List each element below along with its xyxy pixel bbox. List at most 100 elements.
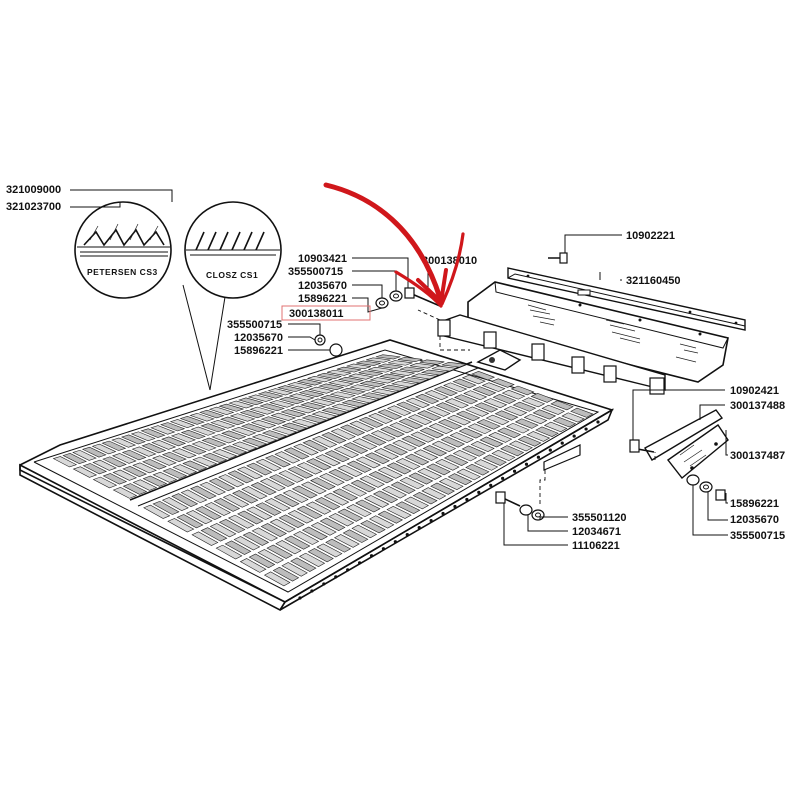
louvre-slat bbox=[456, 410, 481, 422]
louvre-slat bbox=[274, 451, 301, 464]
louvre-slat bbox=[497, 427, 522, 439]
frame-hole bbox=[501, 476, 505, 480]
louvre-slat bbox=[366, 357, 391, 363]
louvre-slat bbox=[341, 399, 368, 408]
louvre-slat bbox=[380, 426, 405, 438]
louvre-slat bbox=[428, 423, 454, 434]
louvre-slat bbox=[474, 402, 499, 413]
louvre-slat bbox=[218, 474, 245, 488]
louvre-slat bbox=[204, 502, 231, 516]
louvre-slat bbox=[377, 510, 404, 524]
top-bolt bbox=[548, 252, 568, 264]
louvre-slat bbox=[410, 373, 438, 380]
louvre-slat bbox=[412, 491, 438, 505]
louvre-slat bbox=[269, 518, 296, 533]
louvre-slat bbox=[229, 413, 256, 422]
louvre-slat bbox=[325, 538, 352, 553]
louvre-slat bbox=[360, 520, 386, 534]
louvre-slat bbox=[142, 458, 167, 470]
sieve-louvres bbox=[52, 354, 594, 587]
louvre-slat bbox=[444, 398, 469, 409]
louvre-slat bbox=[233, 536, 261, 551]
louvre-slat bbox=[199, 409, 225, 419]
frame-hole bbox=[334, 575, 338, 579]
louvre-slat bbox=[395, 458, 421, 470]
louvre-slat bbox=[215, 544, 243, 560]
louvre-slat bbox=[200, 423, 226, 433]
louvre-slat bbox=[446, 414, 472, 426]
label-10902221-top: 10902221 bbox=[626, 230, 675, 242]
frame-hole bbox=[429, 518, 433, 523]
louvre-slat bbox=[532, 409, 557, 420]
louvre-slat bbox=[453, 394, 479, 405]
louvre-slat bbox=[251, 433, 278, 444]
flat-bar bbox=[507, 267, 746, 331]
louvre-slat bbox=[81, 446, 107, 458]
louvre-slat bbox=[463, 390, 488, 401]
frame-hole bbox=[381, 547, 386, 551]
assembly-lines bbox=[417, 309, 656, 505]
louvre-slat bbox=[239, 558, 267, 573]
louvre-slat bbox=[310, 522, 337, 536]
frame-hole bbox=[358, 561, 362, 565]
frame-hole bbox=[369, 554, 374, 558]
louvre-slat bbox=[219, 416, 246, 426]
bottom-fasteners bbox=[495, 491, 545, 521]
louvre-slat bbox=[208, 406, 235, 415]
louvre-slat bbox=[232, 441, 258, 451]
louvre-slat bbox=[324, 450, 350, 463]
louvre-slat bbox=[160, 422, 186, 432]
louvre-slat bbox=[327, 380, 355, 387]
louvre-slat bbox=[269, 400, 295, 408]
louvre-slat bbox=[172, 464, 198, 475]
louvre-slat bbox=[251, 527, 279, 542]
louvre-slat bbox=[278, 470, 305, 483]
louvre-slat bbox=[227, 470, 254, 484]
label-10903421: 10903421 bbox=[298, 253, 347, 265]
label-300138010: 300138010 bbox=[422, 255, 477, 267]
louvre-slat bbox=[419, 427, 445, 439]
highlight-box bbox=[281, 305, 371, 321]
louvre-slat bbox=[328, 468, 354, 482]
louvre-slat bbox=[521, 397, 546, 408]
louvre-slat bbox=[151, 439, 177, 450]
louvre-slat bbox=[264, 455, 291, 468]
louvre-slat bbox=[240, 423, 267, 433]
louvre-slat bbox=[91, 443, 117, 455]
louvre-slat bbox=[280, 409, 307, 418]
louvre-slat bbox=[82, 463, 108, 475]
louvre-slat bbox=[321, 432, 347, 444]
louvre-slat bbox=[476, 419, 501, 430]
louvre-slat bbox=[392, 439, 418, 452]
louvre-slat bbox=[361, 434, 387, 446]
louvre-slat bbox=[290, 405, 317, 414]
part-labels: 321009000 321023700 10903421 355500715 1… bbox=[6, 184, 785, 552]
louvre-slat bbox=[218, 403, 245, 412]
louvre-slat bbox=[277, 385, 304, 393]
louvre-slat bbox=[167, 518, 195, 533]
louvre-slat bbox=[308, 386, 335, 394]
louvre-slat bbox=[383, 444, 409, 456]
louvre-slat bbox=[473, 459, 499, 471]
frame-hole bbox=[477, 490, 481, 494]
louvre-slat bbox=[237, 510, 264, 525]
louvre-slat bbox=[430, 482, 455, 495]
louvre-slat bbox=[333, 534, 360, 548]
frame-hole bbox=[548, 448, 552, 452]
louvre-slat bbox=[380, 384, 408, 392]
louvre-slat bbox=[431, 365, 457, 372]
louvre-slat bbox=[482, 454, 507, 466]
louvre-slat bbox=[514, 418, 539, 429]
label-355501120: 355501120 bbox=[572, 512, 626, 524]
louvre-slat bbox=[266, 544, 293, 559]
louvre-slat bbox=[257, 391, 284, 399]
louvre-slat bbox=[260, 523, 287, 537]
frame-hole bbox=[393, 540, 397, 544]
inset-petersen: PETERSEN CS3 bbox=[74, 201, 172, 299]
louvre-slat bbox=[296, 505, 323, 520]
louvre-slat bbox=[379, 373, 406, 380]
louvre-slat bbox=[290, 557, 317, 572]
louvre-slat bbox=[483, 398, 508, 409]
louvre-slat bbox=[288, 393, 315, 401]
louvre-slat bbox=[371, 388, 398, 396]
